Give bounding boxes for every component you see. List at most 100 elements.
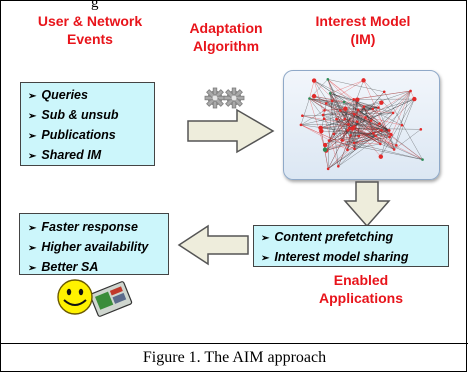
list-item: ➢Faster response <box>28 218 168 238</box>
graph-node <box>342 100 346 104</box>
graph-node <box>395 143 398 147</box>
graph-edge <box>328 140 423 160</box>
graph-edge <box>320 98 415 129</box>
bullet-arrow-icon: ➢ <box>261 233 270 244</box>
list-item: ➢Better SA <box>28 258 168 278</box>
gears-icon <box>204 87 245 109</box>
graph-node <box>335 117 338 121</box>
graph-node <box>412 96 417 102</box>
graph-edge <box>324 110 341 119</box>
graph-node <box>382 90 386 94</box>
smiley-face-icon <box>57 279 133 317</box>
graph-edge <box>340 110 355 127</box>
graph-edge <box>327 79 341 111</box>
graph-node <box>319 128 324 134</box>
graph-node <box>355 120 359 124</box>
graph-node <box>392 148 396 151</box>
graph-node <box>369 119 373 122</box>
graph-edge <box>326 103 376 137</box>
graph-edge <box>380 143 395 150</box>
graph-edge <box>380 98 415 157</box>
graph-node <box>391 111 395 115</box>
graph-edge <box>340 110 395 150</box>
graph-node <box>352 98 356 101</box>
graph-edge <box>354 107 379 115</box>
bullet-arrow-icon: ➢ <box>28 111 37 122</box>
graph-edge <box>353 99 389 131</box>
bullet-arrow-icon: ➢ <box>28 131 37 142</box>
graph-edge <box>320 127 421 130</box>
list-item: ➢Queries <box>28 86 154 106</box>
graph-edge <box>373 133 395 150</box>
graph-node <box>337 165 340 168</box>
graph-node <box>357 134 361 138</box>
graph-edge <box>327 79 385 92</box>
graph-edge <box>326 133 391 151</box>
events-item-sub: Sub & unsub <box>41 108 119 122</box>
graph-edge <box>393 90 411 150</box>
graph-edge <box>354 114 397 146</box>
graph-edge <box>300 98 310 125</box>
bullet-arrow-icon: ➢ <box>261 253 270 264</box>
graph-edge <box>354 135 376 149</box>
graph-edge <box>313 80 339 167</box>
graph-edge <box>327 79 354 100</box>
events-item-shared-im: Shared IM <box>41 148 102 162</box>
graph-edge <box>302 115 382 131</box>
events-box: ➢Queries ➢Sub & unsub ➢Publications ➢Sha… <box>20 82 155 166</box>
graph-node <box>326 167 330 171</box>
left-arrow-icon <box>177 224 249 266</box>
graph-edge <box>300 124 349 126</box>
apps-box: ➢Content prefetching ➢Interest model sha… <box>253 225 449 267</box>
graph-edge <box>309 98 381 145</box>
graph-edge <box>309 98 373 110</box>
list-item: ➢Content prefetching <box>261 228 448 248</box>
graph-edge <box>357 109 389 131</box>
graph-edge <box>314 96 346 109</box>
graph-node <box>347 123 350 126</box>
apps-title-line2: Applications <box>318 290 403 306</box>
network-graph-image <box>299 78 424 171</box>
graph-node <box>419 128 423 131</box>
list-item: ➢Higher availability <box>28 238 168 258</box>
graph-edge <box>338 130 390 167</box>
graph-edge <box>313 80 358 122</box>
graph-edge <box>324 118 390 131</box>
graph-node <box>371 107 375 111</box>
figure-caption: Figure 1. The AIM approach <box>142 349 327 366</box>
adaptation-title-line2: Algorithm <box>192 38 260 54</box>
graph-edge <box>347 143 381 151</box>
graph-edge <box>352 128 376 137</box>
graph-node <box>390 133 393 137</box>
graph-node <box>353 147 356 151</box>
graph-edge <box>375 135 381 145</box>
graph-node <box>299 123 303 127</box>
graph-node <box>372 132 375 135</box>
graph-node <box>346 128 350 132</box>
benefits-item-availability: Higher availability <box>41 240 149 254</box>
graph-node <box>362 105 366 109</box>
graph-edge <box>320 124 349 129</box>
graph-node <box>323 109 326 112</box>
graph-edge <box>309 98 348 150</box>
apps-title: Enabled Applications <box>301 271 421 307</box>
graph-node <box>324 102 328 105</box>
graph-node <box>341 139 344 142</box>
graph-edge <box>302 115 353 129</box>
graph-edge <box>363 106 376 136</box>
graph-edge <box>326 109 359 151</box>
graph-node <box>380 128 383 132</box>
benefits-item-sa: Better SA <box>41 260 99 274</box>
graph-edge <box>349 106 365 129</box>
graph-edge <box>338 112 394 167</box>
graph-node <box>378 154 384 159</box>
graph-edge <box>347 106 365 150</box>
graph-node <box>409 89 412 93</box>
graph-edge <box>375 135 423 160</box>
events-title-line1: User & Network <box>37 13 143 29</box>
graph-edge <box>354 126 381 157</box>
handheld-device-icon <box>89 281 133 317</box>
graph-edge <box>391 90 411 135</box>
apps-title-line1: Enabled <box>333 272 389 288</box>
